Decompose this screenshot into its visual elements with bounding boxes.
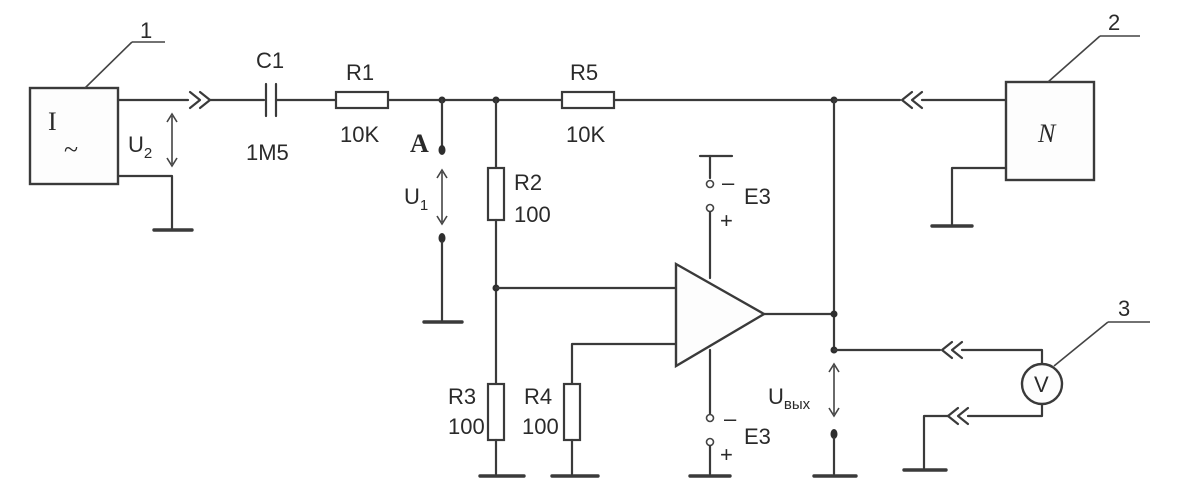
terminal-supply-top-plus bbox=[705, 203, 715, 213]
connector-v-bottom-icon bbox=[946, 406, 970, 426]
n-block-box bbox=[1004, 80, 1096, 182]
resistor-r3 bbox=[486, 382, 506, 442]
u2-label: U2 bbox=[128, 132, 152, 162]
n-block-label: N bbox=[1037, 119, 1057, 148]
wire-v-bottom bbox=[966, 402, 1044, 418]
wire-n-ground bbox=[950, 166, 1008, 226]
r2-name: R2 bbox=[514, 170, 542, 195]
source-symbol: I bbox=[48, 107, 57, 136]
resistor-r2 bbox=[486, 166, 506, 222]
supply-bottom-minus: – bbox=[724, 406, 737, 431]
r3-name: R3 bbox=[448, 384, 476, 409]
supply-top-minus: – bbox=[722, 170, 735, 195]
supply-top-plus: + bbox=[720, 208, 733, 233]
supply-bottom-plus: + bbox=[720, 442, 733, 467]
r3-value: 100 bbox=[448, 414, 485, 439]
terminal-a-top bbox=[438, 145, 446, 155]
terminal-out-bottom bbox=[830, 429, 838, 439]
r4-name: R4 bbox=[524, 384, 552, 409]
resistor-r1 bbox=[334, 90, 390, 110]
r5-name: R5 bbox=[570, 60, 598, 85]
resistor-r5 bbox=[560, 90, 616, 110]
callout-2-leader bbox=[1047, 35, 1101, 83]
terminal-supply-bottom-minus bbox=[705, 413, 715, 423]
callout-2: 2 bbox=[1047, 10, 1140, 83]
source-box bbox=[28, 86, 120, 186]
opamp-triangle bbox=[674, 261, 767, 369]
wire-v-ground bbox=[922, 414, 950, 470]
r1-value: 10K bbox=[340, 122, 379, 147]
u2-arrow-icon bbox=[166, 112, 178, 168]
connector-source-icon bbox=[188, 90, 212, 110]
c1-name: C1 bbox=[256, 48, 284, 73]
uout-label: Uвых bbox=[768, 384, 811, 413]
resistor-r4 bbox=[562, 382, 582, 442]
wire-opamp-r4 bbox=[570, 342, 678, 386]
source-block: I ~ bbox=[28, 86, 120, 186]
voltmeter-label: V bbox=[1034, 372, 1049, 397]
r1-name: R1 bbox=[346, 60, 374, 85]
connector-v-top-icon bbox=[940, 340, 964, 360]
terminal-a-bottom bbox=[438, 233, 446, 243]
junction-output bbox=[830, 310, 838, 318]
terminal-supply-bottom-plus bbox=[705, 437, 715, 447]
r5-value: 10K bbox=[566, 122, 605, 147]
c1-value: 1M5 bbox=[246, 140, 289, 165]
callout-2-number: 2 bbox=[1108, 10, 1120, 35]
callout-1-leader bbox=[84, 41, 133, 89]
callout-3-number: 3 bbox=[1118, 296, 1130, 321]
callout-1-number: 1 bbox=[140, 18, 152, 43]
u1-label: U1 bbox=[404, 184, 428, 214]
uout-arrow-icon bbox=[828, 362, 840, 418]
r2-value: 100 bbox=[514, 202, 551, 227]
supply-bottom-name: E3 bbox=[744, 424, 771, 449]
capacitor-c1 bbox=[264, 82, 278, 118]
wire-source-ground bbox=[116, 174, 174, 232]
source-ac-sign: ~ bbox=[64, 135, 78, 164]
terminal-supply-top-minus bbox=[705, 179, 715, 189]
r4-value: 100 bbox=[522, 414, 559, 439]
point-a-label: A bbox=[410, 129, 429, 158]
callout-1: 1 bbox=[84, 18, 165, 89]
callout-3: 3 bbox=[1053, 296, 1150, 367]
wire-v-top bbox=[960, 348, 1044, 368]
u1-arrow-icon bbox=[436, 168, 448, 226]
callout-3-leader bbox=[1053, 321, 1109, 367]
connector-n-icon bbox=[900, 90, 924, 110]
supply-top-name: E3 bbox=[744, 184, 771, 209]
